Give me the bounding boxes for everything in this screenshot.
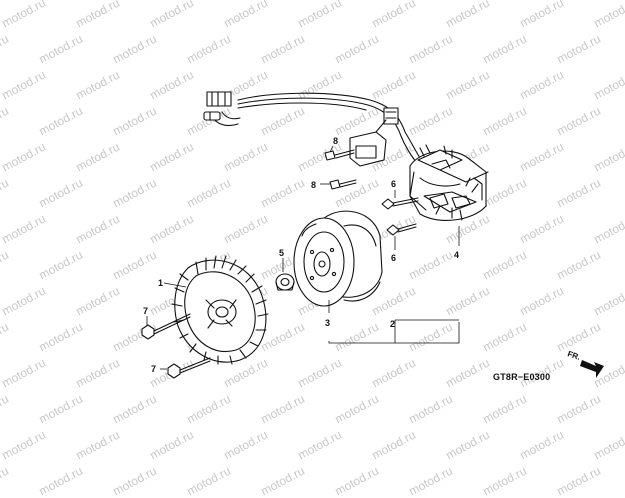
callout-8-lower: 8 xyxy=(311,180,316,190)
callout-6-lower: 6 xyxy=(391,253,396,263)
bolt-7-lower xyxy=(167,357,211,379)
bolt-6-upper xyxy=(381,197,419,210)
callout-2: 2 xyxy=(390,319,395,329)
callout-6-upper: 6 xyxy=(391,179,396,189)
harness-clamp xyxy=(383,107,399,125)
drawing-code: GT8R−E0300 xyxy=(493,372,551,382)
fr-label: FR. xyxy=(566,349,581,362)
callout-3: 3 xyxy=(325,318,330,328)
bolt-6-lower xyxy=(386,223,417,236)
callout-5: 5 xyxy=(279,248,284,258)
callout-1: 1 xyxy=(158,278,163,288)
leader-lines xyxy=(146,145,460,370)
stator-assembly xyxy=(409,144,489,221)
watermark-text: motod.ru xyxy=(184,463,233,498)
bolt-8-upper xyxy=(324,149,355,161)
cooling-fan xyxy=(171,255,269,365)
watermark-text: motod.ru xyxy=(406,463,455,498)
front-direction-indicator: FR. xyxy=(566,349,604,378)
watermark-text: motod.ru xyxy=(36,463,85,498)
callout-4: 4 xyxy=(454,250,459,260)
watermark-text: motod.ru xyxy=(0,463,11,498)
watermark-text: motod.ru xyxy=(258,463,307,498)
wire-connector xyxy=(203,91,232,121)
bolt-8-lower xyxy=(329,179,357,190)
watermark-text: motod.ru xyxy=(332,463,381,498)
wire-holder-plate xyxy=(349,119,387,167)
flange-nut xyxy=(275,273,295,291)
wire-harness xyxy=(211,92,421,163)
watermark-text: motod.ru xyxy=(480,463,529,498)
callout-8-upper: 8 xyxy=(333,136,338,146)
callout-7-upper: 7 xyxy=(143,306,148,316)
front-arrow-icon xyxy=(580,360,604,378)
callout-labels: 1 2 3 4 5 6 6 7 7 8 8 xyxy=(143,136,459,374)
callout-7-lower: 7 xyxy=(151,364,156,374)
flywheel-rotor xyxy=(293,210,383,307)
watermark-text: motod.ru xyxy=(110,463,159,498)
bolt-7-upper xyxy=(141,313,191,340)
alternator-exploded-diagram: 1 2 3 4 5 6 6 7 7 8 8 FR. xyxy=(141,91,604,379)
watermark-text: motod.ru xyxy=(554,463,603,498)
